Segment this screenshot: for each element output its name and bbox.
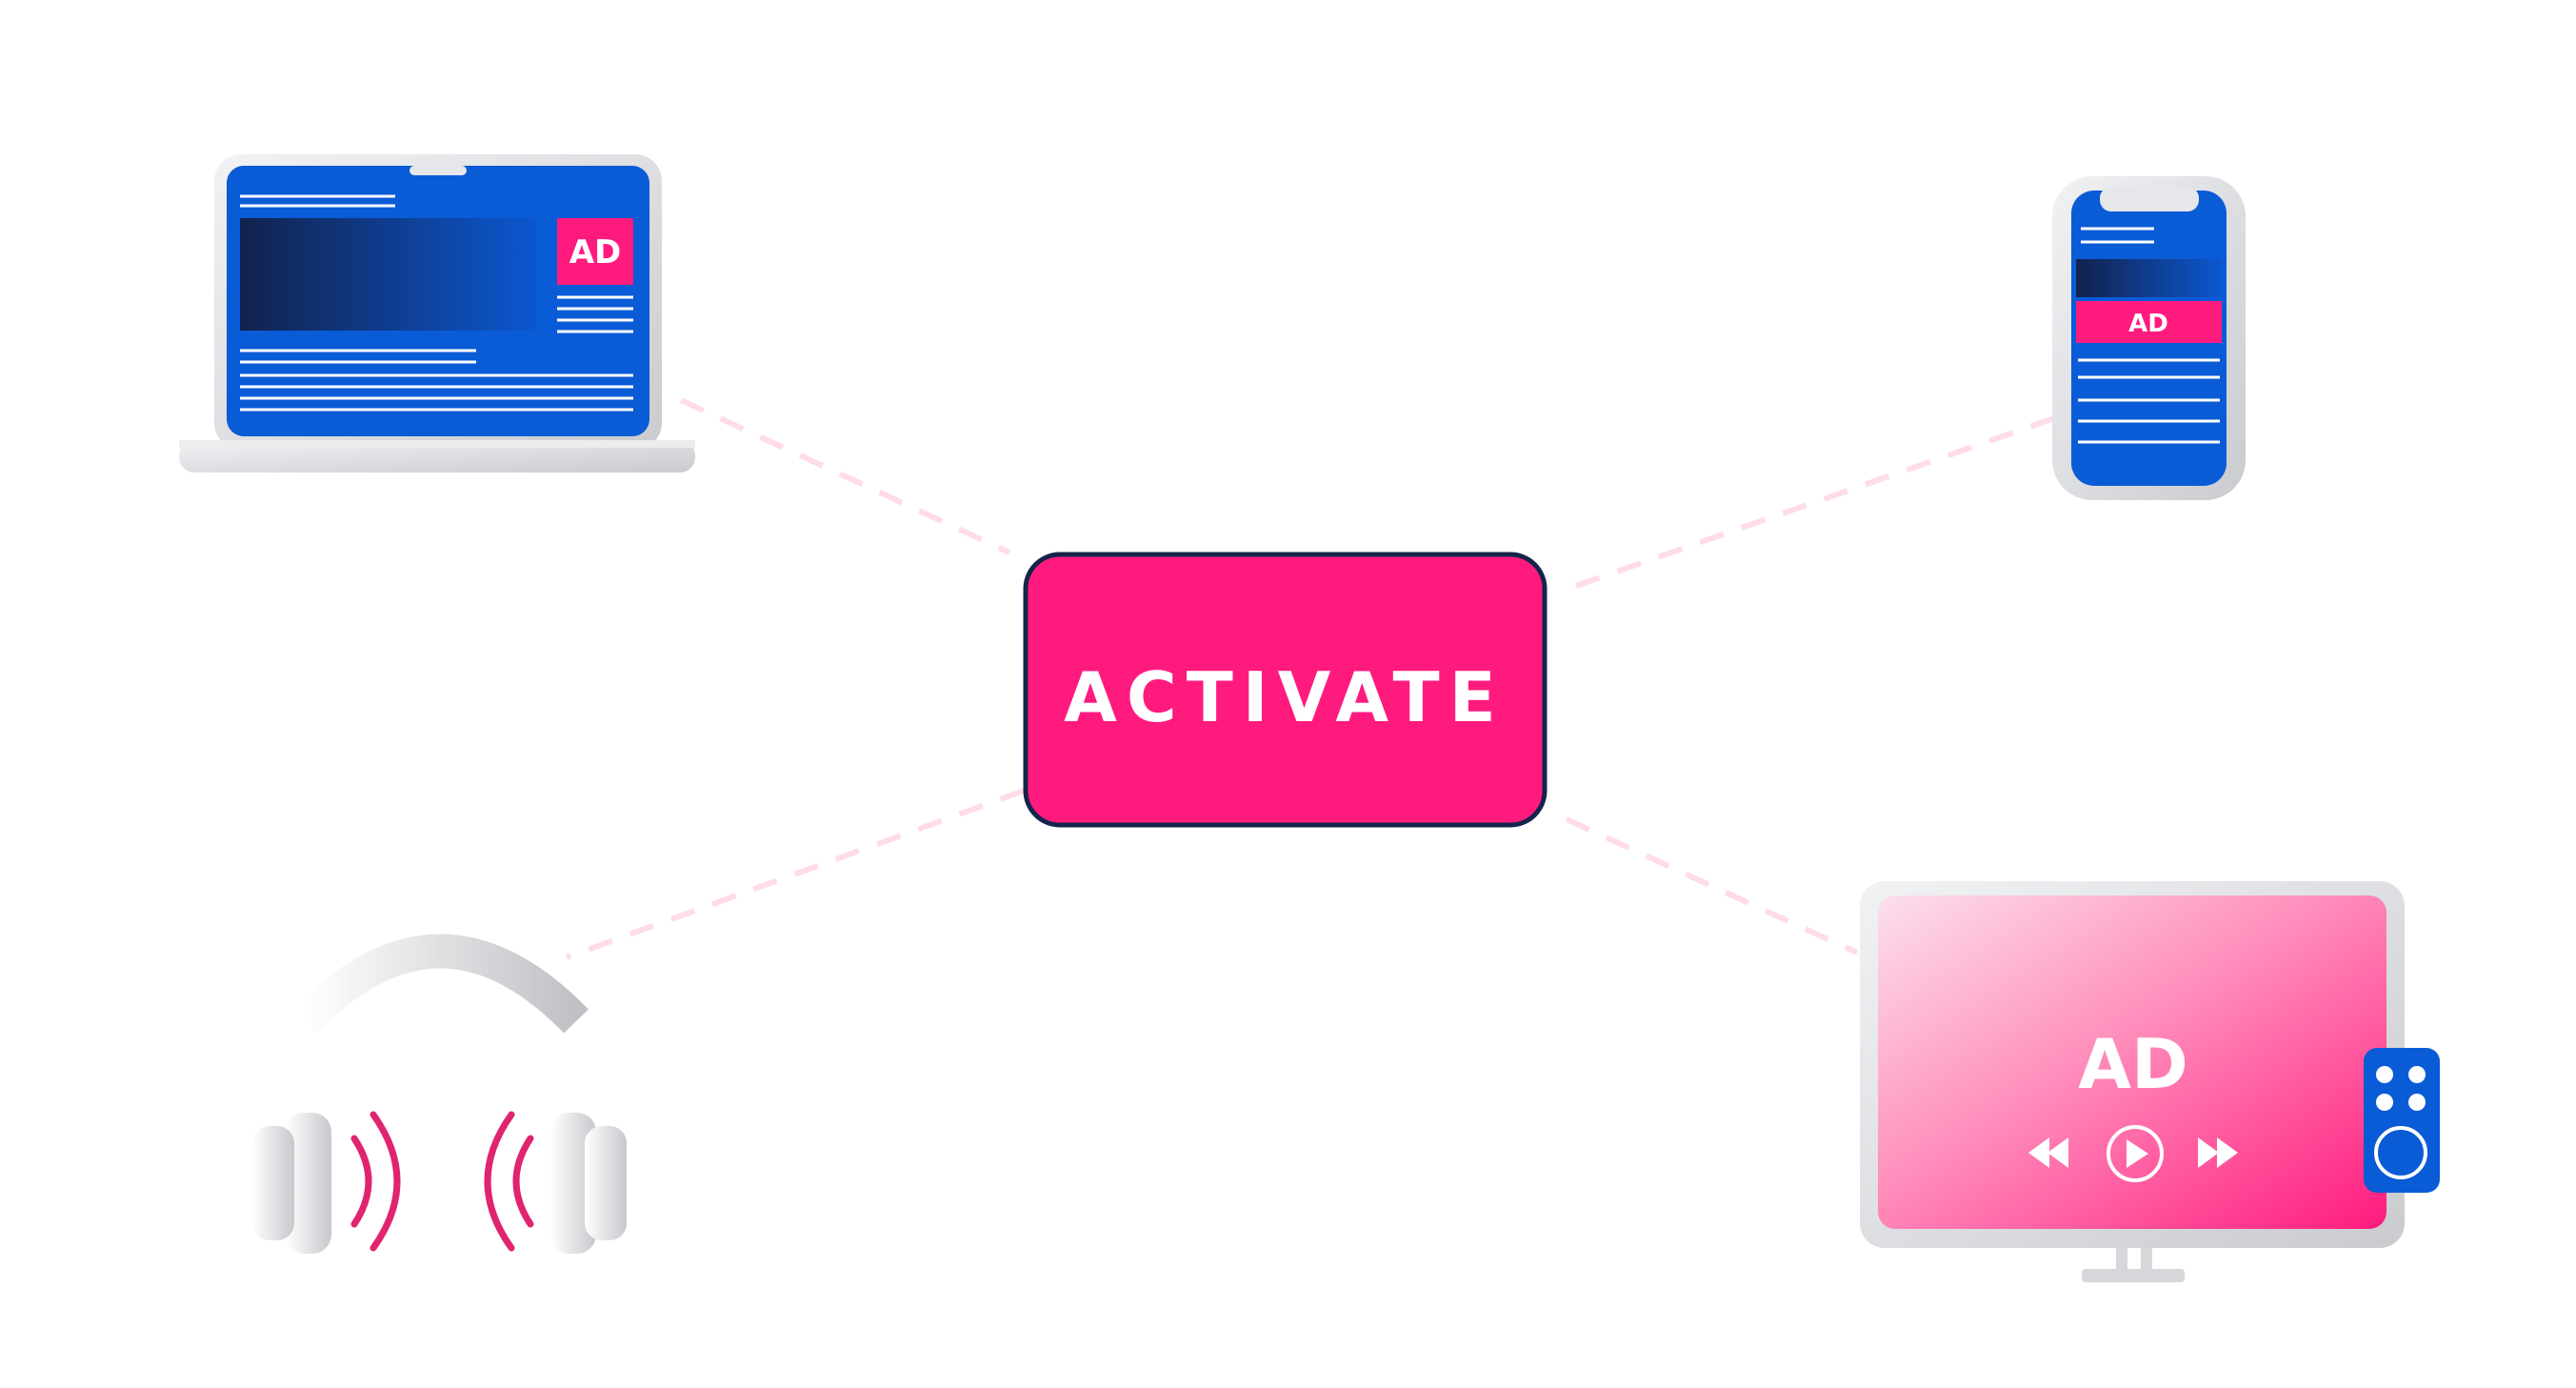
phone-ad-label: AD (2128, 310, 2168, 338)
activate-node: ACTIVATE (1026, 554, 1545, 825)
laptop-ad-label: AD (569, 233, 622, 272)
laptop-icon: AD (179, 154, 695, 473)
connector-tv (1567, 819, 1857, 953)
tv-ad-label: AD (2078, 1024, 2188, 1104)
smartphone-icon: AD (2052, 176, 2246, 500)
remote-control-icon (2364, 1048, 2440, 1193)
connector-phone (1576, 417, 2057, 586)
headphones-icon (252, 952, 627, 1255)
activate-label: ACTIVATE (1064, 657, 1506, 737)
television-icon: AD (1860, 881, 2440, 1282)
connector-laptop (681, 400, 1009, 553)
connector-headphones (567, 791, 1024, 957)
sound-waves (354, 1115, 530, 1248)
